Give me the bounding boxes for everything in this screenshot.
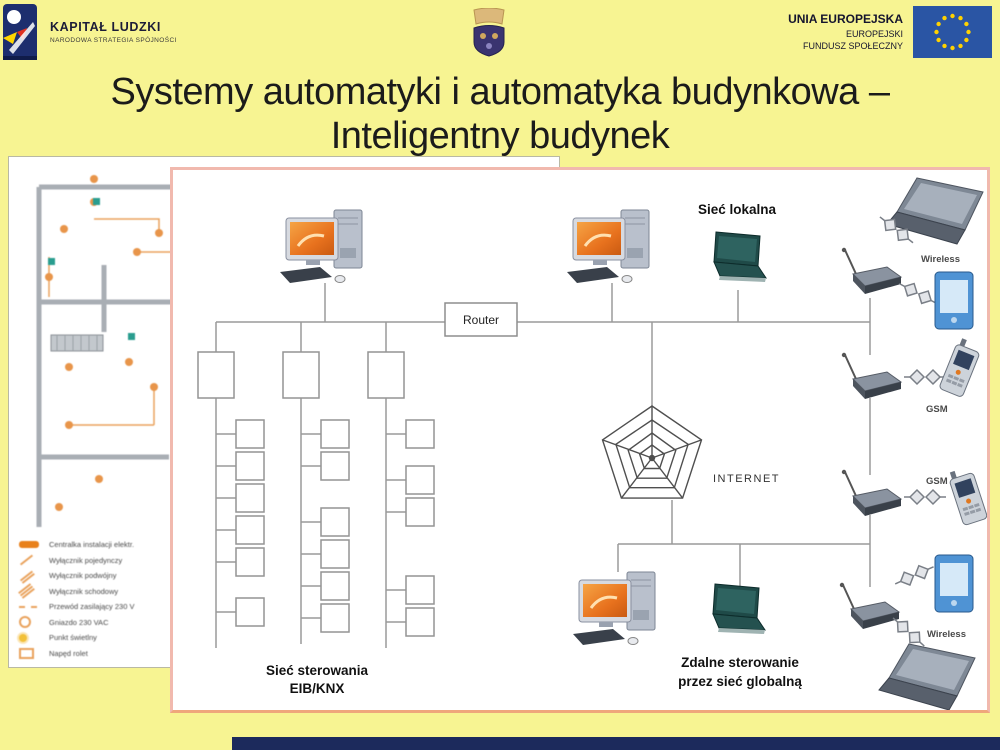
kl-title: KAPITAŁ LUDZKI (50, 20, 161, 34)
kl-flag-icon (3, 4, 37, 67)
network-diagram-image: Router INTERNET (170, 167, 990, 713)
wireless-signal-icon (895, 276, 941, 311)
desktop-pc-icon (565, 208, 651, 285)
floorplan-legend: Centralka instalacji elektr. Wyłącznik po… (19, 537, 419, 661)
legend-row: Napęd rolet (19, 646, 419, 662)
legend-row: Wyłącznik podwójny (19, 568, 419, 584)
eu-line3: FUNDUSZ SPOŁECZNY (802, 41, 903, 51)
eu-line1: UNIA EUROPEJSKA (788, 12, 903, 26)
router-label: Router (463, 313, 499, 327)
internet-web-icon (601, 405, 703, 499)
wireless-label: Wireless (927, 629, 966, 640)
internet-label: INTERNET (713, 473, 780, 485)
eu-flag-stars (934, 13, 971, 51)
pda-icon (934, 554, 974, 613)
laptop-icon (712, 583, 766, 635)
socket-legend-icon (19, 616, 49, 629)
kl-subtitle: NARODOWA STRATEGIA SPÓJNOŚCI (50, 37, 177, 44)
legend-label: Punkt świetlny (49, 633, 97, 643)
laptop-icon (713, 231, 767, 283)
legend-label: Wyłącznik schodowy (49, 586, 119, 596)
mobile-phone-icon (938, 336, 984, 399)
slide-title-line2: Inteligentny budynek (330, 115, 670, 157)
pda-icon (934, 271, 974, 330)
legend-label: Centralka instalacji elektr. (49, 540, 135, 550)
kl-logo-text: KAPITAŁ LUDZKI NARODOWA STRATEGIA SPÓJNO… (50, 20, 177, 44)
wireless-signal-icon (891, 559, 938, 592)
wireless-signal-icon (903, 489, 947, 505)
legend-row: Wyłącznik pojedynczy (19, 553, 419, 569)
access-point-icon (838, 581, 900, 630)
eu-line2: EUROPEJSKI (845, 29, 903, 39)
wireless-signal-icon (903, 369, 947, 385)
eu-text-block: UNIA EUROPEJSKA EUROPEJSKI FUNDUSZ SPOŁE… (788, 12, 903, 51)
legend-row: Wyłącznik schodowy (19, 584, 419, 600)
router-box: Router (444, 302, 518, 337)
legend-label: Wyłącznik pojedynczy (49, 555, 123, 565)
roller-legend-icon (19, 647, 49, 659)
eib-bus-layer (197, 322, 435, 648)
university-crest-icon (466, 7, 512, 63)
legend-label: Przewód zasilający 230 V (49, 602, 135, 612)
legend-label: Napęd rolet (49, 648, 88, 658)
access-point-icon (840, 246, 902, 295)
legend-row: Punkt świetlny (19, 630, 419, 646)
light-legend-icon (19, 633, 49, 642)
remote-label-2: przez sieć globalną (678, 674, 802, 689)
remote-label-1: Zdalne sterowanie (681, 655, 799, 670)
slide-title: Systemy automatyki i automatyka budynkow… (0, 70, 1000, 158)
eib-label-1: Sieć sterowania (266, 663, 369, 678)
legend-row: Przewód zasilający 230 V (19, 599, 419, 615)
slash2-legend-icon (19, 570, 49, 582)
legend-row: Centralka instalacji elektr. (19, 537, 419, 553)
remote-laptop-icon (878, 643, 976, 710)
eib-label-2: EIB/KNX (290, 681, 345, 696)
slash-legend-icon (19, 554, 49, 566)
slide-title-line1: Systemy automatyki i automatyka budynkow… (110, 71, 891, 113)
eu-flag-icon (913, 6, 992, 63)
legend-label: Wyłącznik podwójny (49, 571, 117, 581)
footer-bar (232, 737, 1000, 750)
cable-legend-icon (19, 541, 49, 549)
gsm-label: GSM (926, 476, 948, 487)
network-wires (216, 283, 871, 588)
desktop-pc-icon (571, 570, 657, 647)
wireless-label: Wireless (921, 254, 960, 265)
gsm-label: GSM (926, 404, 948, 415)
access-point-icon (840, 468, 902, 517)
lan-label: Sieć lokalna (698, 202, 777, 217)
mobile-phone-icon (946, 465, 987, 527)
desktop-pc-icon (278, 208, 364, 285)
wave-legend-icon (19, 605, 49, 608)
access-point-icon (840, 351, 902, 400)
legend-row: Gniazdo 230 VAC (19, 615, 419, 631)
legend-label: Gniazdo 230 VAC (49, 617, 109, 627)
slash3-legend-icon (19, 585, 49, 597)
